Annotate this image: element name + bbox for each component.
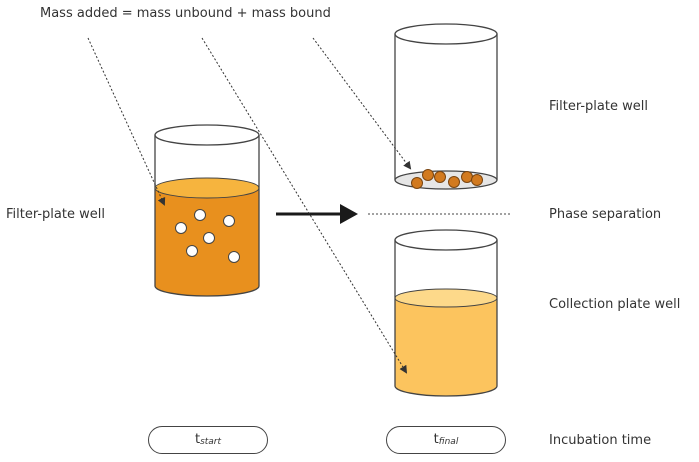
bound-beads [411, 169, 483, 189]
filter-plate-label-left: Filter-plate well [6, 207, 105, 222]
process-arrow [276, 204, 358, 224]
unbound-molecules [175, 209, 240, 263]
start-beaker [154, 124, 260, 297]
time-final-base: t [433, 432, 439, 447]
mass-balance-equation: Mass added = mass unbound + mass bound [40, 6, 331, 21]
collection-plate-label: Collection plate well [549, 297, 681, 312]
time-start-sub: start [200, 437, 222, 447]
filter-plate-beaker [394, 23, 498, 190]
filter-plate-label-right: Filter-plate well [549, 99, 648, 114]
incubation-time-label: Incubation time [549, 433, 652, 448]
time-start-base: t [194, 432, 201, 447]
time-final-pill: tfinal [386, 426, 506, 454]
time-start-pill: tstart [148, 426, 268, 454]
time-final-sub: final [438, 437, 459, 447]
phase-separation-label: Phase separation [549, 207, 662, 222]
pointer-arrows [87, 37, 412, 374]
collection-plate-beaker [394, 229, 498, 397]
